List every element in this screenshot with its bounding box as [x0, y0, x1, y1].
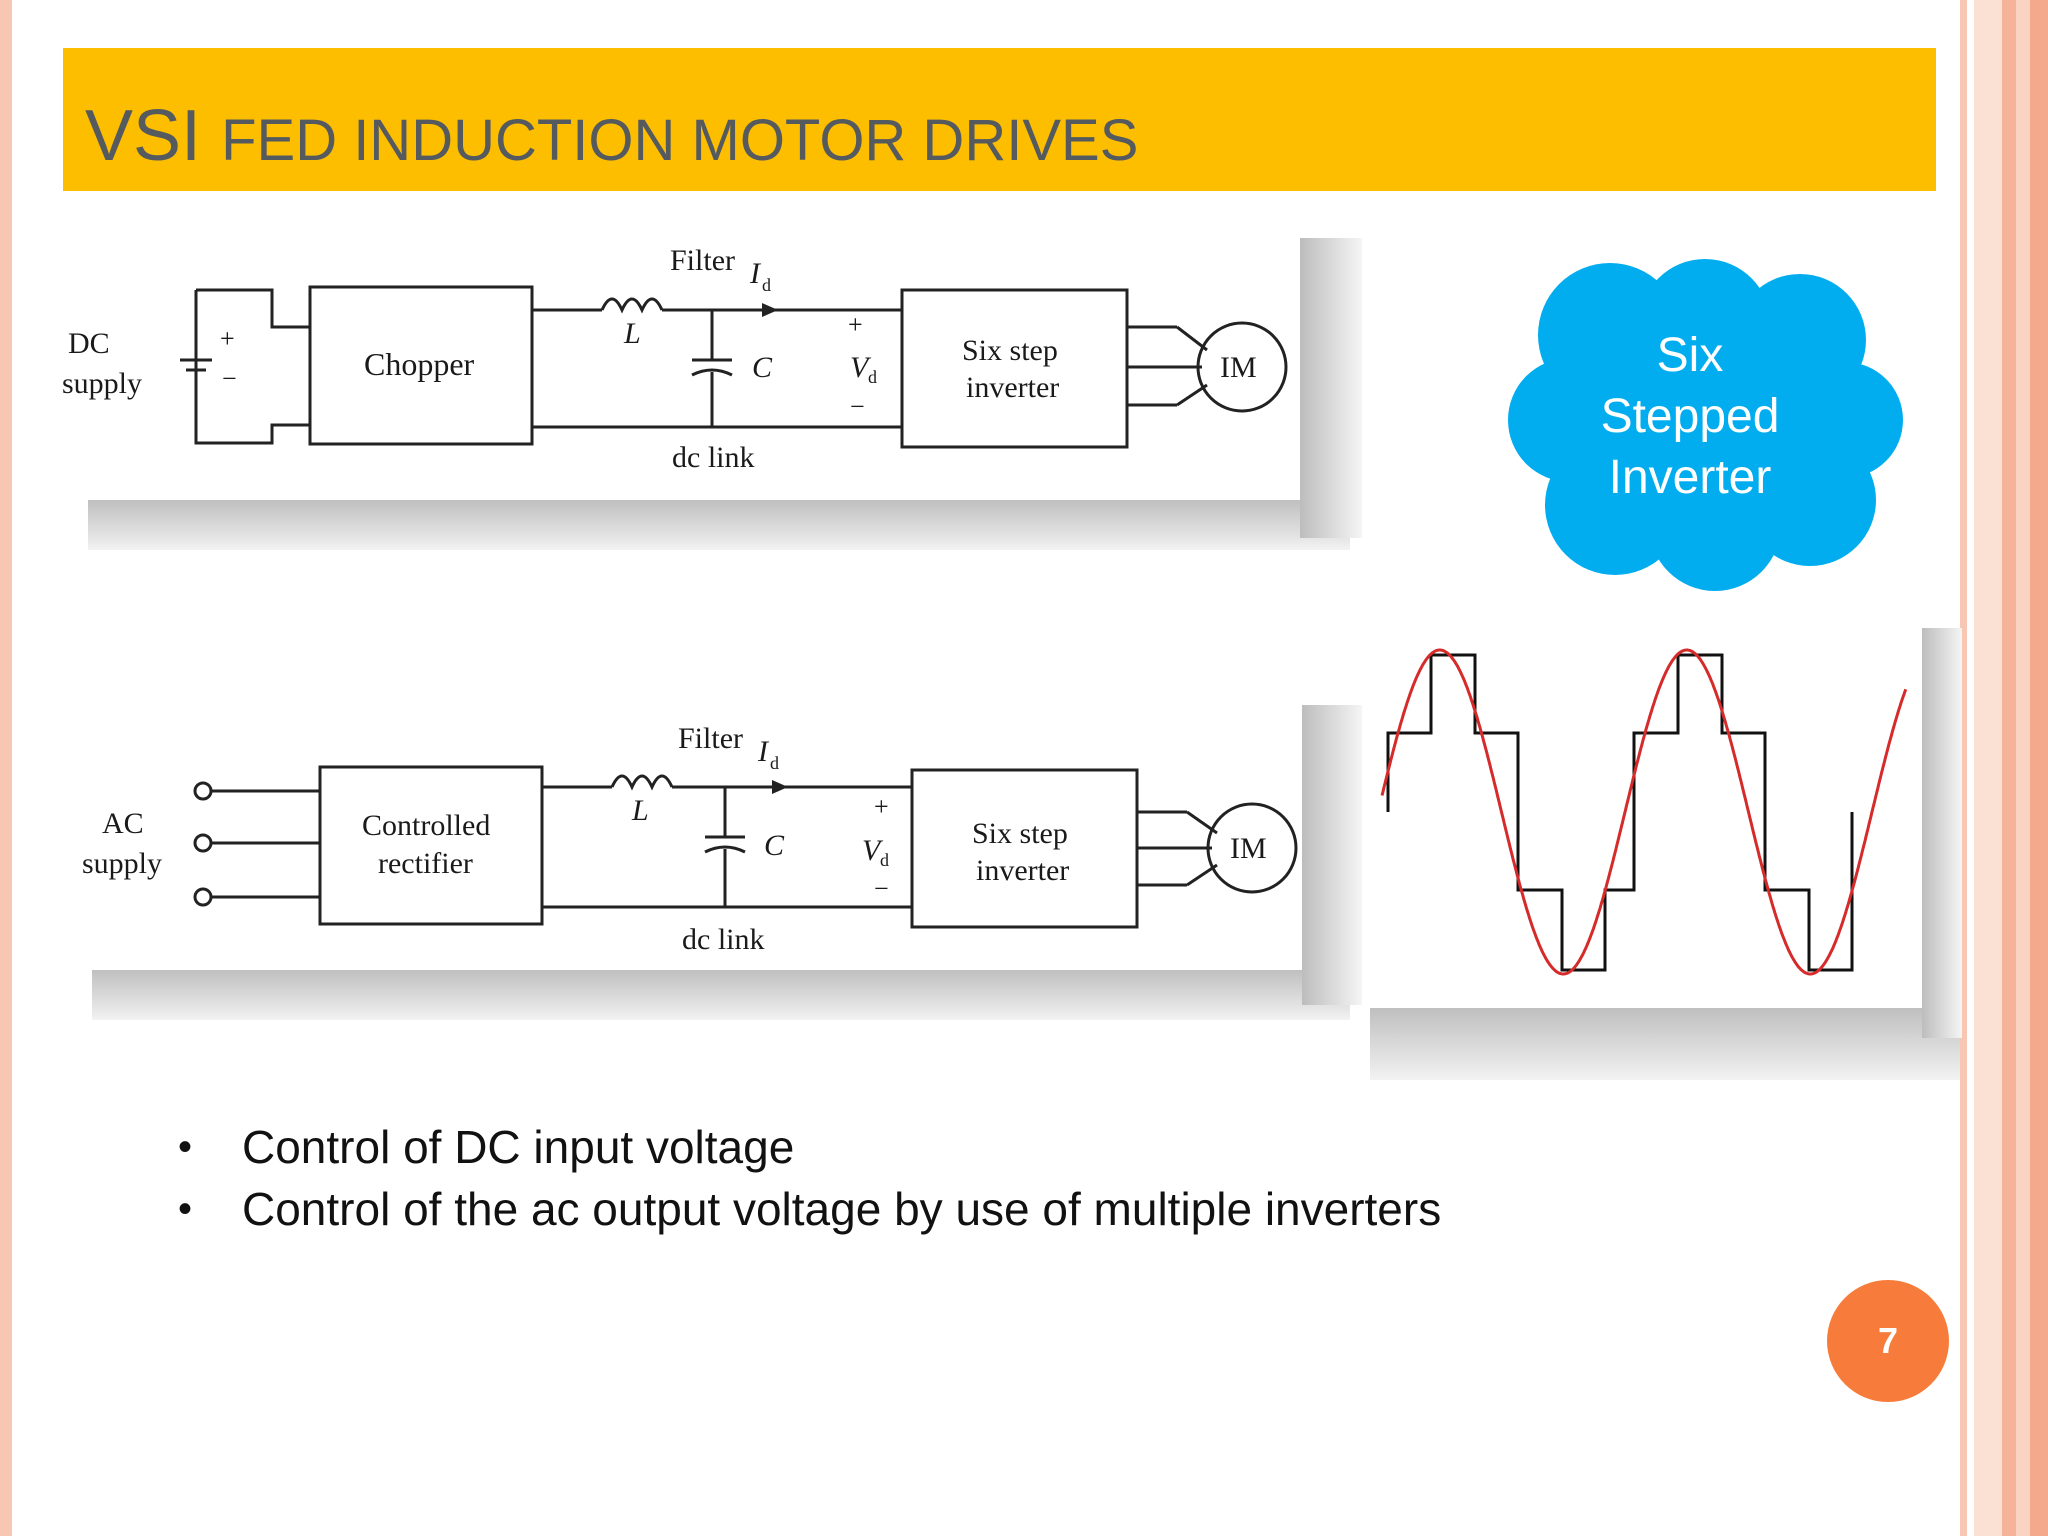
ac-capacitor-label: C [764, 829, 785, 862]
ac-voltage-label: V [862, 834, 884, 867]
bullet-dot: • [178, 1124, 193, 1169]
ac-current-label: I [757, 735, 770, 768]
page-number-badge: 7 [1827, 1280, 1949, 1402]
dc-panel-shadow-side [1300, 238, 1362, 538]
ac-drive-diagram: AC supply Controlled rectifier Filter I … [72, 705, 1302, 970]
six-step-staircase [1386, 653, 1854, 972]
dc-diagram-svg: DC supply + − Chopper Filter I d L C + V… [62, 244, 1288, 474]
dc-current-sub: d [762, 275, 771, 295]
ac-panel-shadow-side [1302, 705, 1362, 1005]
ac-inverter-label-2: inverter [976, 854, 1069, 887]
bullet-item: • Control of DC input voltage [178, 1116, 1441, 1178]
dc-link-label: dc link [672, 441, 755, 474]
callout-text: Six Stepped Inverter [1500, 325, 1880, 508]
ac-motor-label: IM [1230, 832, 1267, 865]
ac-vminus: − [874, 874, 889, 903]
dc-inverter-label-2: inverter [966, 371, 1059, 404]
dc-inductor-label: L [623, 317, 641, 350]
wave-panel-shadow [1370, 1005, 1960, 1080]
dc-plus-sign: + [220, 324, 235, 353]
six-step-waveform [1380, 648, 1908, 976]
waveform-panel [1362, 620, 1922, 1008]
dc-source-label-2: supply [62, 367, 142, 400]
rectifier-label-1: Controlled [362, 809, 490, 842]
reference-sine [1380, 648, 1908, 976]
dc-capacitor-label: C [752, 351, 773, 384]
wave-panel-shadow-side [1922, 628, 1962, 1038]
dc-inverter-label-1: Six step [962, 334, 1058, 367]
bullet-list: • Control of DC input voltage • Control of… [178, 1116, 1441, 1240]
bullet-item: • Control of the ac output voltage by use… [178, 1178, 1441, 1240]
callout-cloud [1508, 259, 1903, 591]
ac-link-label: dc link [682, 923, 765, 956]
ac-source-label-2: supply [82, 847, 162, 880]
callout-line-3: Inverter [1608, 451, 1772, 504]
bullet-text: Control of the ac output voltage by use … [242, 1183, 1442, 1235]
dc-minus-sign: − [222, 364, 237, 393]
slide-title: VSI FED INDUCTION MOTOR DRIVES [85, 100, 1138, 172]
ac-diagram-svg: AC supply Controlled rectifier Filter I … [82, 722, 1298, 956]
dc-current-label: I [749, 257, 762, 290]
title-rest: FED INDUCTION MOTOR DRIVES [221, 108, 1139, 173]
dc-voltage-sub: d [868, 367, 877, 387]
ac-panel-shadow [92, 968, 1350, 1020]
ac-inverter-label-1: Six step [972, 817, 1068, 850]
ac-filter-label: Filter [678, 722, 743, 755]
title-bar [63, 48, 1936, 191]
chopper-label: Chopper [364, 346, 475, 382]
callout-line-1: Six [1656, 329, 1724, 382]
dc-voltage-label: V [850, 351, 872, 384]
dc-source-label-1: DC [68, 327, 110, 360]
bullet-text: Control of DC input voltage [242, 1121, 795, 1173]
dc-vplus: + [848, 310, 863, 339]
ac-vplus: + [874, 792, 889, 821]
dc-drive-diagram: DC supply + − Chopper Filter I d L C + V… [62, 235, 1300, 500]
ac-voltage-sub: d [880, 850, 889, 870]
rectifier-label-2: rectifier [378, 847, 473, 880]
ac-current-sub: d [770, 753, 779, 773]
dc-vminus: − [850, 392, 865, 421]
ac-source-label-1: AC [102, 807, 144, 840]
dc-motor-label: IM [1220, 351, 1257, 384]
bullet-dot: • [178, 1186, 193, 1231]
ac-inductor-label: L [631, 794, 649, 827]
title-first-word: VSI [85, 96, 202, 176]
callout-line-2: Stepped [1600, 390, 1780, 443]
dc-filter-label: Filter [670, 244, 735, 277]
dc-panel-shadow [88, 498, 1350, 550]
